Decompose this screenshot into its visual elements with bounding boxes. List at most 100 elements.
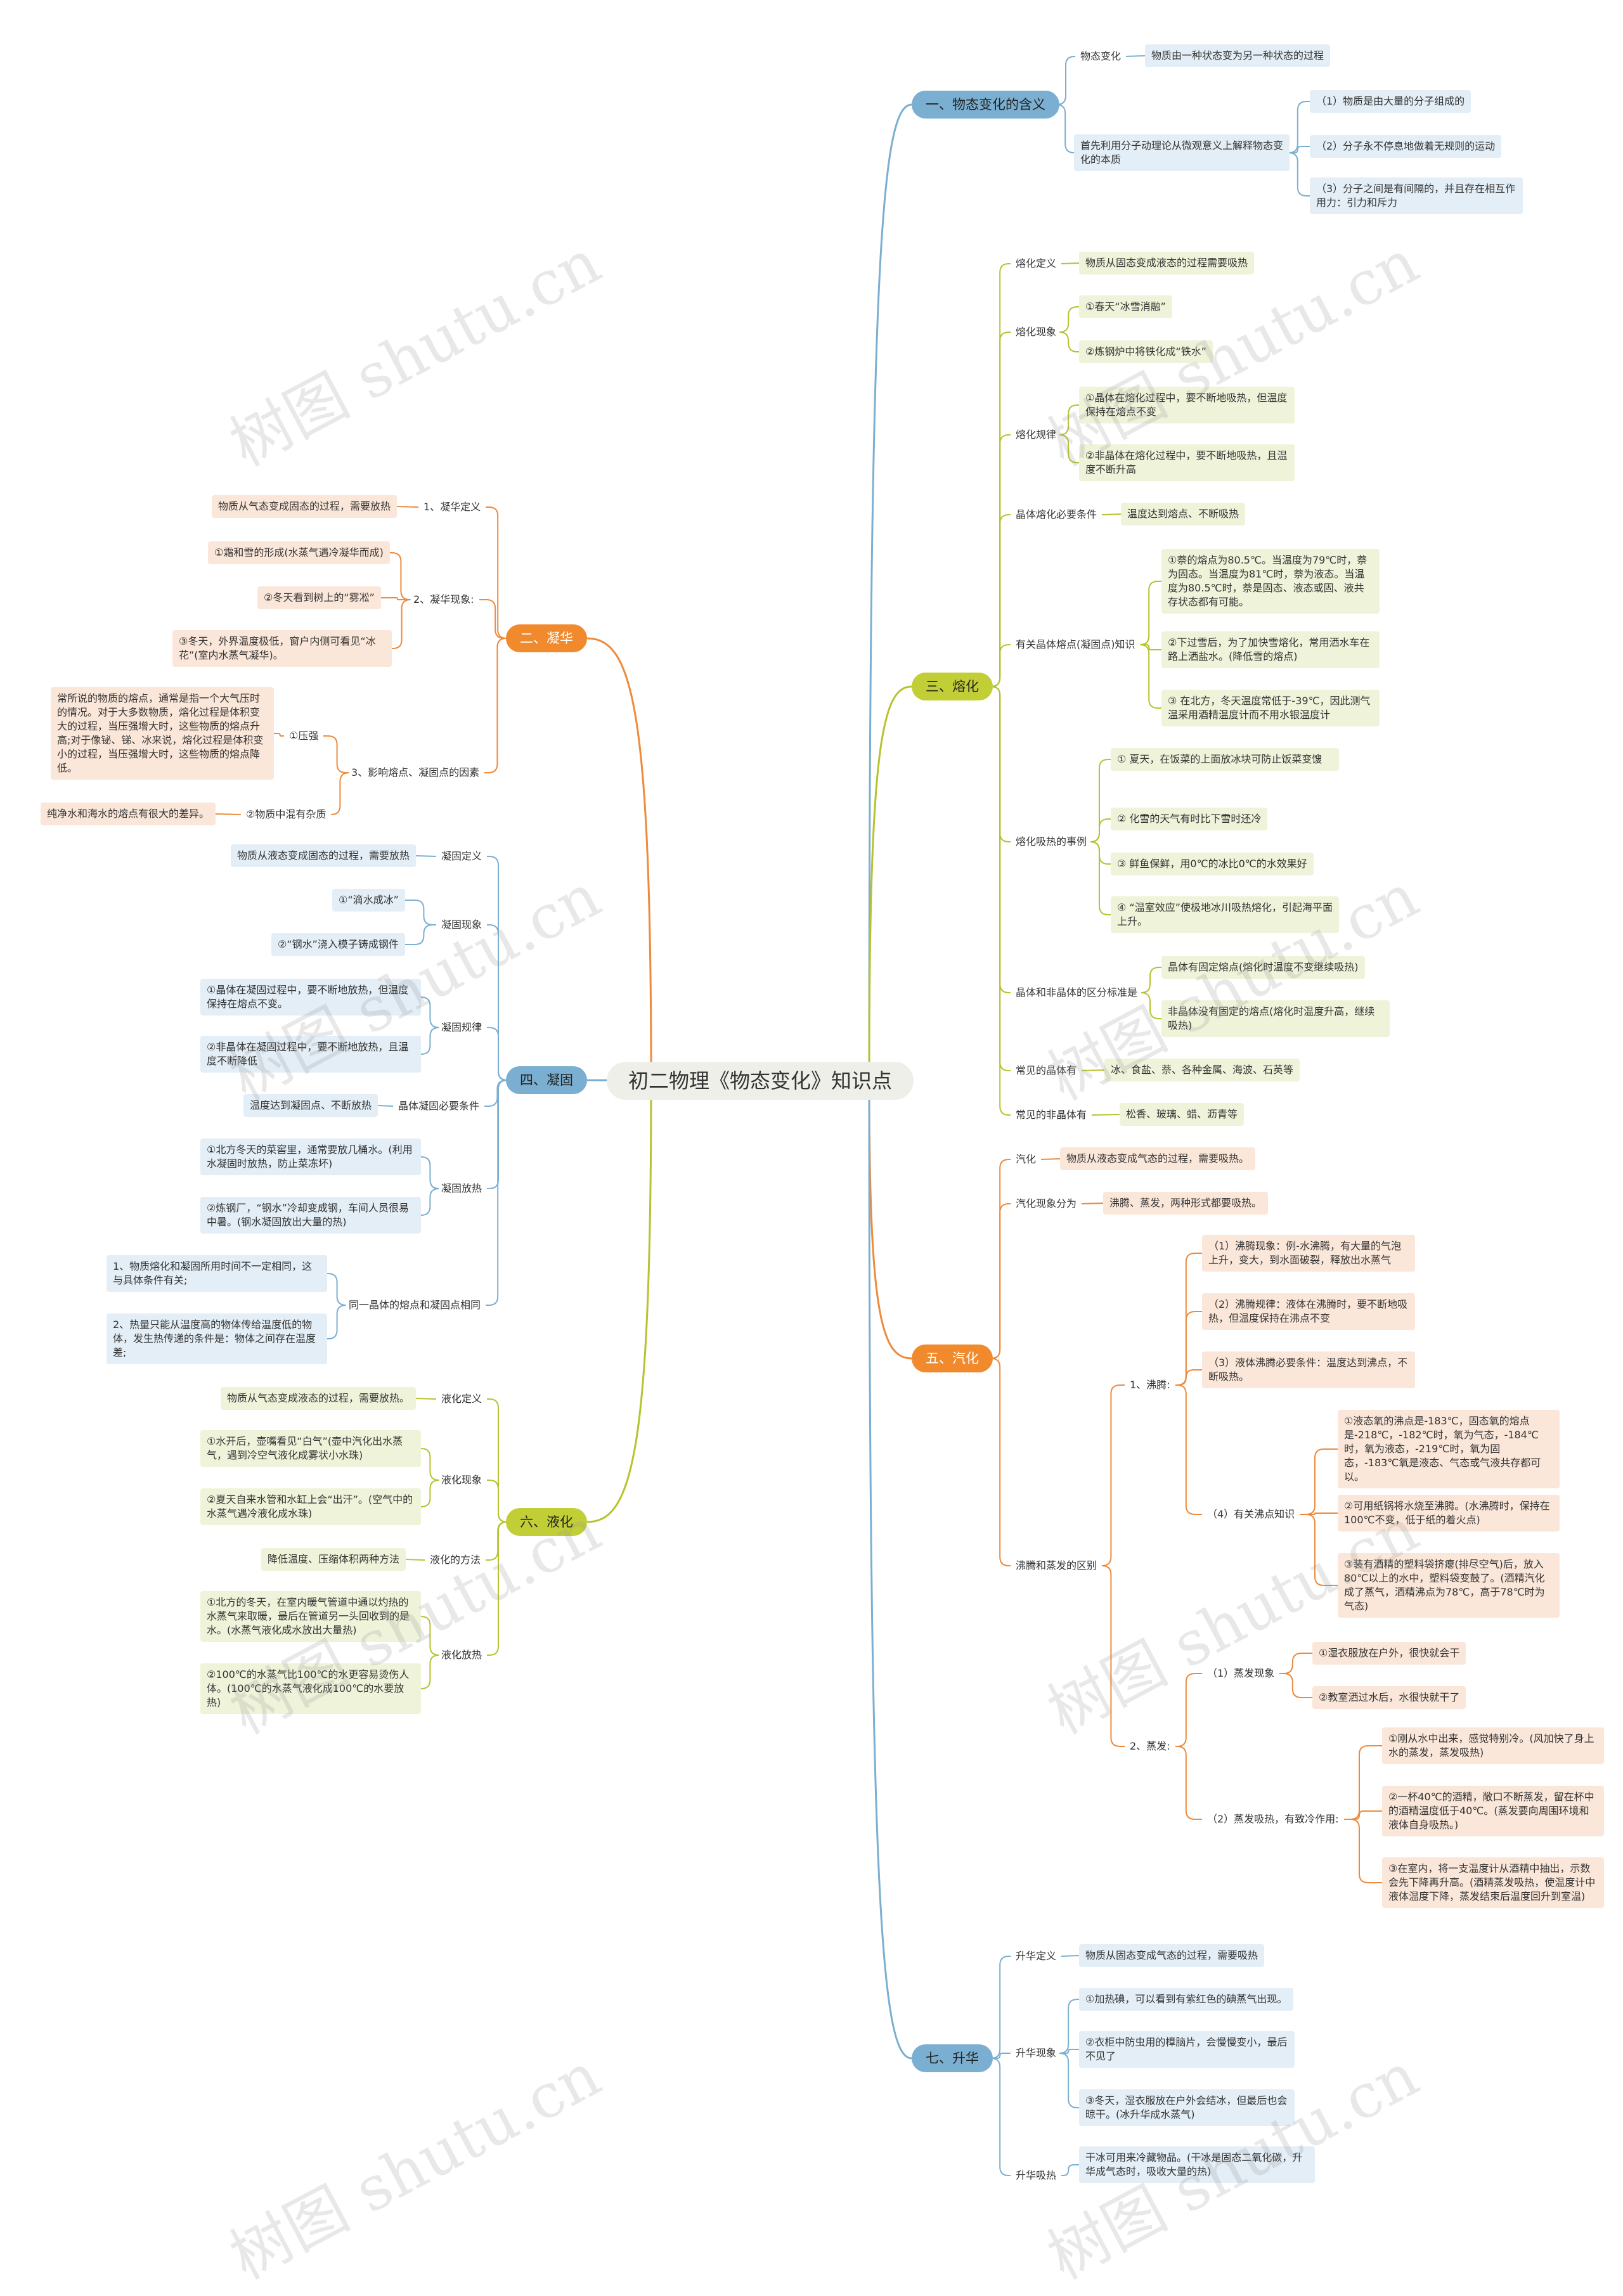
leaf-boiling-point-3[interactable]: ③装有酒精的塑料袋挤瘪(排尽空气)后，放入80℃以上的水中，塑料袋变鼓了。(酒精… xyxy=(1338,1553,1560,1618)
topic-melting-point-factors[interactable]: 3、影响熔点、凝固点的因素 xyxy=(351,766,480,778)
central-topic[interactable]: 初二物理《物态变化》知识点 xyxy=(607,1062,914,1100)
topic-boiling-vs-evaporation[interactable]: 沸腾和蒸发的区别 xyxy=(1016,1559,1097,1571)
leaf-evaporation-cooling-2[interactable]: ②一杯40℃的酒精，敞口不断蒸发，留在杯中的酒精温度低于40℃。(蒸发要向周围环… xyxy=(1382,1786,1604,1836)
topic-boiling[interactable]: 1、沸腾: xyxy=(1130,1379,1170,1391)
branch-melting[interactable]: 三、熔化 xyxy=(912,673,993,700)
leaf-evaporation-phenomenon-2[interactable]: ②教室洒过水后，水很快就干了 xyxy=(1312,1686,1466,1709)
leaf-pressure-effect[interactable]: 常所说的物质的熔点，通常是指一个大气压时的情况。对于大多数物质，熔化过程是体积变… xyxy=(51,687,274,780)
leaf-melting-point-1[interactable]: ①萘的熔点为80.5℃。当温度为79℃时，萘为固态。当温度为81℃时，萘为液态。… xyxy=(1161,549,1380,614)
leaf-boiling-rule[interactable]: （2）沸腾规律：液体在沸腾时，要不断地吸热，但温度保持在沸点不变 xyxy=(1202,1293,1415,1330)
leaf-impurities-effect[interactable]: 纯净水和海水的熔点有很大的差异。 xyxy=(41,803,216,825)
leaf-deposition-definition[interactable]: 物质从气态变成固态的过程，需要放热 xyxy=(212,495,398,518)
leaf-liquefaction-phenomenon-2[interactable]: ②夏天自来水管和水缸上会“出汗”。(空气中的水蒸气遇冷液化成水珠) xyxy=(200,1488,421,1525)
topic-deposition-definition[interactable]: 1、凝华定义 xyxy=(424,501,481,513)
leaf-deposition-phenomenon-3[interactable]: ③冬天，外界温度极低，窗户内侧可看见“冰花”(室内水蒸气凝华)。 xyxy=(172,630,392,667)
topic-solidification-condition[interactable]: 晶体凝固必要条件 xyxy=(398,1100,480,1112)
leaf-evaporation-phenomenon-1[interactable]: ①湿衣服放在户外，很快就会干 xyxy=(1312,1642,1466,1665)
leaf-solidification-phenomenon-1[interactable]: ①“滴水成冰” xyxy=(332,889,405,912)
leaf-state-change-definition[interactable]: 物质由一种状态变为另一种状态的过程 xyxy=(1145,44,1331,67)
leaf-solidification-condition[interactable]: 温度达到凝固点、不断放热 xyxy=(243,1094,378,1117)
topic-melting-condition[interactable]: 晶体熔化必要条件 xyxy=(1016,508,1097,520)
branch-liquefaction[interactable]: 六、液化 xyxy=(506,1508,587,1536)
topic-impurities[interactable]: ②物质中混有杂质 xyxy=(246,808,327,820)
leaf-melting-condition[interactable]: 温度达到熔点、不断吸热 xyxy=(1121,503,1246,526)
leaf-molecule-point-2[interactable]: （2）分子永不停息地做着无规则的运动 xyxy=(1310,135,1502,158)
leaf-liquefaction-methods[interactable]: 降低温度、压缩体积两种方法 xyxy=(261,1548,406,1571)
topic-liquefaction-phenomena[interactable]: 液化现象 xyxy=(441,1474,482,1486)
topic-melting-definition[interactable]: 熔化定义 xyxy=(1016,257,1057,269)
leaf-boiling-point-1[interactable]: ①液态氧的沸点是-183℃，固态氧的熔点是-218℃，-182℃时，氧为气态，-… xyxy=(1338,1410,1560,1488)
topic-sublimation-absorbs-heat[interactable]: 升华吸热 xyxy=(1016,2169,1057,2181)
leaf-evaporation-cooling-3[interactable]: ③在室内，将一支温度计从酒精中抽出，示数会先下降再升高。(酒精蒸发吸热，使温度计… xyxy=(1382,1857,1604,1908)
topic-solidification-rules[interactable]: 凝固规律 xyxy=(441,1021,482,1033)
leaf-same-point-note-2[interactable]: 2、热量只能从温度高的物体传给温度低的物体，发生热传递的条件是：物体之间存在温度… xyxy=(107,1313,327,1364)
leaf-vaporization-definition[interactable]: 物质从液态变成气态的过程，需要吸热。 xyxy=(1060,1147,1256,1170)
topic-common-amorphous[interactable]: 常见的非晶体有 xyxy=(1016,1109,1087,1121)
leaf-deposition-phenomenon-2[interactable]: ②冬天看到树上的“雾凇” xyxy=(257,586,381,609)
topic-common-crystals[interactable]: 常见的晶体有 xyxy=(1016,1064,1077,1076)
leaf-solidification-definition[interactable]: 物质从液态变成固态的过程，需要放热 xyxy=(231,844,417,867)
leaf-boiling-condition[interactable]: （3）液体沸腾必要条件：温度达到沸点，不断吸热。 xyxy=(1202,1351,1415,1388)
leaf-sublimation-phenomenon-2[interactable]: ②衣柜中防虫用的樟脑片，会慢慢变小，最后不见了 xyxy=(1079,2031,1295,2068)
leaf-deposition-phenomenon-1[interactable]: ①霜和雪的形成(水蒸气遇冷凝华而成) xyxy=(208,541,390,564)
leaf-common-crystals[interactable]: 冰、食盐、萘、各种金属、海波、石英等 xyxy=(1104,1059,1300,1081)
topic-vaporization[interactable]: 汽化 xyxy=(1016,1153,1037,1165)
topic-solidification-phenomena[interactable]: 凝固现象 xyxy=(441,919,482,931)
topic-melting-phenomena[interactable]: 熔化现象 xyxy=(1016,326,1057,338)
topic-evaporation-phenomena[interactable]: （1）蒸发现象 xyxy=(1207,1667,1275,1679)
leaf-same-point-note-1[interactable]: 1、物质熔化和凝固所用时间不一定相同，这与具体条件有关; xyxy=(107,1255,327,1292)
leaf-melting-example-1[interactable]: ① 夏天，在饭菜的上面放冰块可防止饭菜变馊 xyxy=(1111,748,1339,771)
topic-melting-examples[interactable]: 熔化吸热的事例 xyxy=(1016,835,1087,848)
topic-same-melting-freezing-point[interactable]: 同一晶体的熔点和凝固点相同 xyxy=(349,1299,481,1311)
branch-sublimation[interactable]: 七、升华 xyxy=(912,2044,993,2072)
branch-solidification[interactable]: 四、凝固 xyxy=(506,1066,587,1094)
leaf-crystal-criterion-2[interactable]: 非晶体没有固定的熔点(熔化时温度升高，继续吸热) xyxy=(1161,1000,1390,1037)
topic-evaporation-cooling[interactable]: （2）蒸发吸热，有致冷作用: xyxy=(1207,1813,1339,1825)
topic-molecular-theory[interactable]: 首先利用分子动理论从微观意义上解释物态变化的本质 xyxy=(1074,134,1290,171)
leaf-evaporation-cooling-1[interactable]: ①刚从水中出来，感觉特别冷。(风加快了身上水的蒸发，蒸发吸热) xyxy=(1382,1727,1604,1764)
topic-pressure[interactable]: ①压强 xyxy=(289,730,319,742)
leaf-melting-example-3[interactable]: ③ 鲜鱼保鲜，用0℃的冰比0℃的水效果好 xyxy=(1111,853,1314,875)
leaf-melting-rule-1[interactable]: ①晶体在熔化过程中，要不断地吸热，但温度保持在熔点不变 xyxy=(1079,387,1295,423)
leaf-common-amorphous[interactable]: 松香、玻璃、蜡、沥青等 xyxy=(1120,1103,1245,1126)
topic-melting-rules[interactable]: 熔化规律 xyxy=(1016,429,1057,441)
branch-meaning-of-state-change[interactable]: 一、物态变化的含义 xyxy=(912,91,1059,119)
leaf-boiling-point-2[interactable]: ②可用纸锅将水烧至沸腾。(水沸腾时，保持在100℃不变，低于纸的着火点) xyxy=(1338,1495,1560,1532)
topic-crystal-criteria[interactable]: 晶体和非晶体的区分标准是 xyxy=(1016,986,1138,998)
leaf-sublimation-phenomenon-3[interactable]: ③冬天，湿衣服放在户外会结冰，但最后也会晾干。(冰升华成水蒸气) xyxy=(1079,2089,1295,2126)
leaf-liquefaction-phenomenon-1[interactable]: ①水开后，壶嘴看见“白气”(壶中汽化出水蒸气，遇到冷空气液化成雾状小水珠) xyxy=(200,1430,421,1467)
leaf-sublimation-absorbs-heat[interactable]: 干冰可用来冷藏物品。(干冰是固态二氧化碳，升华成气态时，吸收大量的热) xyxy=(1079,2146,1315,2183)
leaf-melting-point-2[interactable]: ②下过雪后，为了加快雪熔化，常用洒水车在路上洒盐水。(降低雪的熔点) xyxy=(1161,631,1380,668)
topic-sublimation-definition[interactable]: 升华定义 xyxy=(1016,1950,1057,1962)
topic-liquefaction-definition[interactable]: 液化定义 xyxy=(441,1393,482,1405)
leaf-melting-rule-2[interactable]: ②非晶体在熔化过程中，要不断地吸热，且温度不断升高 xyxy=(1079,444,1295,481)
leaf-liquefaction-heat-2[interactable]: ②100℃的水蒸气比100℃的水更容易烫伤人体。(100℃的水蒸气液化成100℃… xyxy=(200,1663,421,1714)
leaf-liquefaction-definition[interactable]: 物质从气态变成液态的过程，需要放热。 xyxy=(221,1387,417,1410)
leaf-melting-example-2[interactable]: ② 化雪的天气有时比下雪时还冷 xyxy=(1111,808,1268,830)
topic-liquefaction-releases-heat[interactable]: 液化放热 xyxy=(441,1649,482,1661)
topic-vaporization-types[interactable]: 汽化现象分为 xyxy=(1016,1197,1077,1209)
topic-state-change[interactable]: 物态变化 xyxy=(1080,50,1122,62)
leaf-solidification-rule-1[interactable]: ①晶体在凝固过程中，要不断地放热，但温度保持在熔点不变。 xyxy=(200,979,421,1016)
leaf-melting-phenomenon-2[interactable]: ②炼钢炉中将铁化成“铁水” xyxy=(1079,340,1213,363)
topic-solidification-releases-heat[interactable]: 凝固放热 xyxy=(441,1182,482,1194)
topic-boiling-point-knowledge[interactable]: （4）有关沸点知识 xyxy=(1207,1508,1295,1520)
branch-deposition[interactable]: 二、凝华 xyxy=(506,624,587,652)
topic-sublimation-phenomena[interactable]: 升华现象 xyxy=(1016,2047,1057,2059)
leaf-solidification-phenomenon-2[interactable]: ②“钢水”浇入模子铸成钢件 xyxy=(271,933,405,956)
topic-solidification-definition[interactable]: 凝固定义 xyxy=(441,850,482,862)
leaf-liquefaction-heat-1[interactable]: ①北方的冬天，在室内暖气管道中通以灼热的水蒸气来取暖，最后在管道另一头回收到的是… xyxy=(200,1591,421,1642)
leaf-solidification-heat-2[interactable]: ②炼钢厂，“钢水”冷却变成钢，车间人员很易中暑。(钢水凝固放出大量的热) xyxy=(200,1197,421,1234)
leaf-melting-example-4[interactable]: ④ “温室效应”使极地冰川吸热熔化，引起海平面上升。 xyxy=(1111,896,1339,933)
leaf-solidification-rule-2[interactable]: ②非晶体在凝固过程中，要不断地放热，且温度不断降低 xyxy=(200,1036,421,1073)
leaf-boiling-phenomenon[interactable]: （1）沸腾现象：例-水沸腾，有大量的气泡上升，变大，到水面破裂，释放出水蒸气 xyxy=(1202,1235,1415,1272)
branch-vaporization[interactable]: 五、汽化 xyxy=(912,1345,993,1372)
topic-liquefaction-methods[interactable]: 液化的方法 xyxy=(430,1554,481,1566)
leaf-solidification-heat-1[interactable]: ①北方冬天的菜窖里，通常要放几桶水。(利用水凝固时放热，防止菜冻坏) xyxy=(200,1138,421,1175)
topic-melting-point-knowledge[interactable]: 有关晶体熔点(凝固点)知识 xyxy=(1016,638,1135,650)
leaf-vaporization-types[interactable]: 沸腾、蒸发，两种形式都要吸热。 xyxy=(1103,1192,1269,1215)
leaf-crystal-criterion-1[interactable]: 晶体有固定熔点(熔化时温度不变继续吸热) xyxy=(1161,956,1365,979)
leaf-sublimation-phenomenon-1[interactable]: ①加热碘，可以看到有紫红色的碘蒸气出现。 xyxy=(1079,1988,1294,2011)
leaf-sublimation-definition[interactable]: 物质从固态变成气态的过程，需要吸热 xyxy=(1079,1944,1265,1967)
leaf-molecule-point-1[interactable]: （1）物质是由大量的分子组成的 xyxy=(1310,90,1471,113)
